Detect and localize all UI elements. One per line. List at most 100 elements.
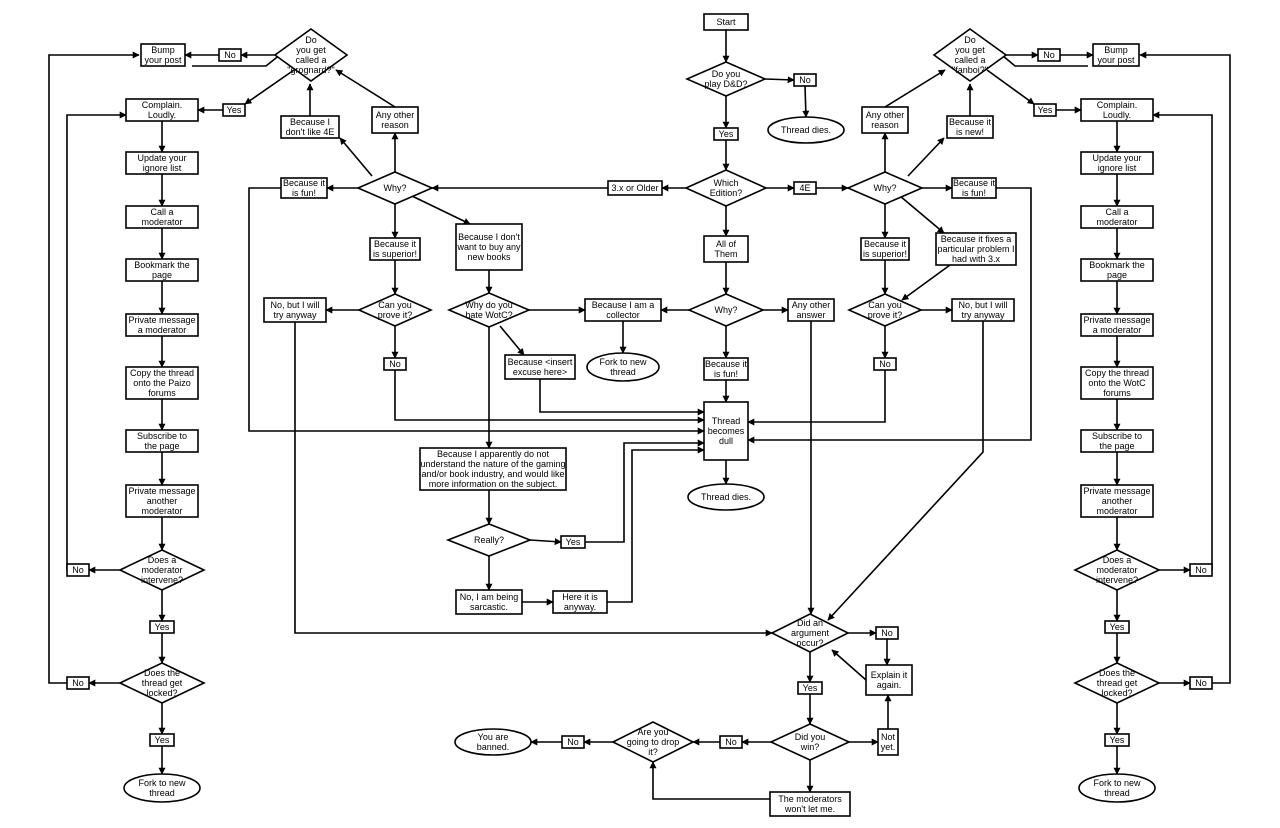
label-grog-no: No [224, 50, 236, 60]
connector-arrow [394, 370, 705, 424]
label-why-left: Why? [383, 183, 406, 193]
connector-arrow [649, 761, 770, 800]
node-drop-no: No [561, 735, 585, 749]
label-l-int-yes: Yes [155, 622, 170, 632]
node-l-lock-yes: Yes [149, 733, 175, 747]
label-play-no: No [799, 75, 811, 85]
node-why-center: Why? [686, 293, 766, 327]
label-ed-3x: 3.x or Older [611, 183, 658, 193]
connector-arrow [884, 69, 946, 108]
label-l-lock-yes: Yes [155, 735, 170, 745]
label-r-lock-no: No [1195, 678, 1207, 688]
node-l-lock-no: No [66, 676, 90, 690]
connector-arrow [747, 187, 1032, 444]
connector-arrow [827, 321, 984, 621]
label-why-center: Why? [714, 305, 737, 315]
connector-arrow [764, 76, 795, 84]
node-prove-left-no: No [383, 357, 407, 371]
node-grog-no: No [218, 48, 242, 62]
node-grog-yes: Yes [222, 103, 246, 117]
label-fan-no: No [1043, 50, 1055, 60]
node-r-int-no: No [1189, 563, 1213, 577]
node-thread-dies-top: Thread dies. [767, 116, 845, 144]
connector-arrow [901, 264, 951, 301]
node-fan-no: No [1037, 48, 1061, 62]
label-thread-dies-mid: Thread dies. [701, 492, 751, 502]
node-r-int-yes: Yes [1104, 620, 1130, 634]
node-play-yes: Yes [713, 127, 739, 141]
connector-arrow [607, 446, 705, 603]
node-play-no: No [793, 73, 817, 87]
label-drop-no: No [567, 737, 579, 747]
label-arg-yes: Yes [803, 683, 818, 693]
connector-arrow [529, 538, 562, 546]
node-r-complain: Complain.Loudly. [1080, 98, 1154, 122]
connector-arrow [747, 370, 886, 426]
node-l-complain: Complain.Loudly. [125, 98, 199, 122]
label-l-complain: Complain.Loudly. [142, 100, 183, 120]
connector-arrow [244, 69, 295, 105]
node-really: Really? [445, 523, 533, 557]
label-win-no: No [725, 737, 737, 747]
connector-arrow [802, 85, 810, 118]
label-thread-dies-top: Thread dies. [781, 125, 831, 135]
node-prove-right-no: No [873, 357, 897, 371]
connector-arrow [986, 69, 1035, 105]
connector-arrow [339, 137, 373, 177]
flowchart-connectors [48, 30, 1231, 800]
node-thread-dies-mid: Thread dies. [687, 483, 765, 511]
label-arg-no: No [881, 628, 893, 638]
